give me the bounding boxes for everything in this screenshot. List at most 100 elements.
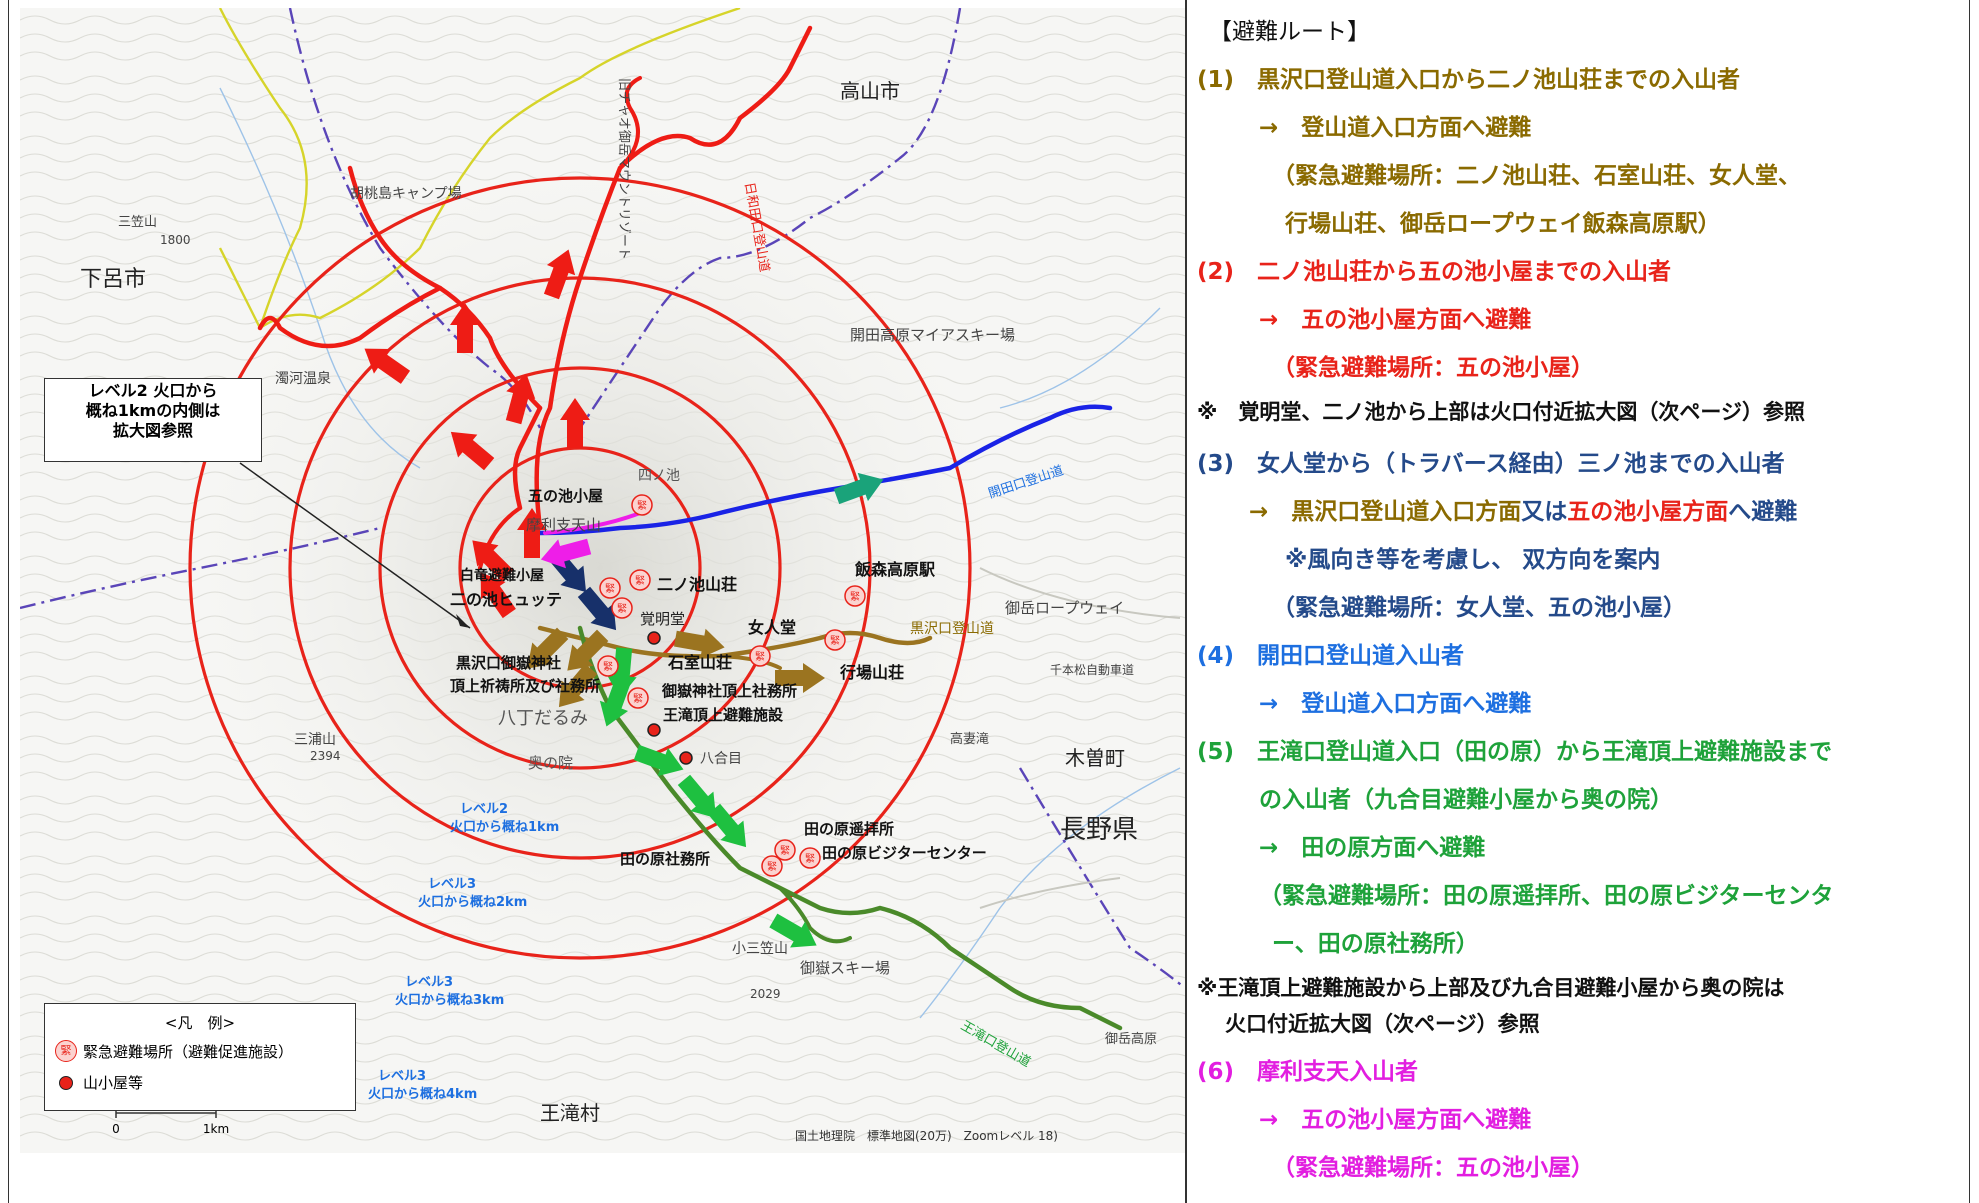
label-nyonindo: 女人堂 <box>748 618 796 637</box>
label-yakudoro: 八丁だるみ <box>498 708 588 729</box>
label-mikasa: 三笠山 <box>118 215 157 230</box>
scale-one: 1km <box>203 1122 229 1136</box>
map-legend: <凡 例> 緊 緊急避難場所（避難促進施設） 山小屋等 <box>44 1003 356 1111</box>
label-tanohara-youhai: 田の原遥拝所 <box>804 820 894 838</box>
svg-text:緊: 緊 <box>805 853 815 865</box>
ring2-level: レベル3 <box>428 877 476 892</box>
s4-heading: (4) 開田口登山道入山者 <box>1197 643 1465 669</box>
svg-text:緊: 緊 <box>617 603 627 615</box>
label-tanohara-shamusho: 田の原社務所 <box>620 850 710 868</box>
s1-arrow: → 登山道入口方面へ避難 <box>1259 115 1532 141</box>
page-frame <box>8 0 1970 1203</box>
s2-heading: (2) 二ノ池山荘から五の池小屋までの入山者 <box>1197 259 1672 285</box>
s3-arrow-d: へ避難 <box>1728 499 1798 525</box>
label-nagano: 長野県 <box>1060 815 1138 845</box>
roads <box>979 567 1181 909</box>
label-mitsuura: 三浦山 <box>294 732 336 748</box>
ref-note-1: ※ 覚明堂、二ノ池から上部は火口付近拡大図（次ページ）参照 <box>1197 400 1805 424</box>
s3-arrow-b: 又は <box>1521 499 1568 525</box>
label-kurosawa-shrine-2: 頂上祈祷所及び社務所 <box>450 677 600 695</box>
label-old-resort: 旧チャオ御岳マウントリゾート <box>616 78 631 260</box>
shelter-gyoba: 緊 <box>824 629 846 651</box>
label-kiso: 木曽町 <box>1065 746 1125 770</box>
s5-arrow: → 田の原方面へ避難 <box>1259 835 1486 861</box>
legend-title: <凡 例> <box>164 1014 236 1032</box>
callout-line-2: 概ね1kmの内側は <box>85 401 221 420</box>
label-kaida-ski: 開田高原マイアスキー場 <box>850 326 1015 344</box>
svg-text:緊: 緊 <box>605 583 615 595</box>
s3-arrow-c: 五の池小屋方面 <box>1567 499 1729 525</box>
route-red-hiwada <box>534 65 793 531</box>
scale-zero: 0 <box>112 1122 120 1136</box>
svg-text:緊: 緊 <box>755 651 765 663</box>
evacuation-map: 緊 緊 緊 緊 緊 緊 緊 緊 緊 緊 緊 緊 0 1km 高山市 下呂市 木曽… <box>19 6 1186 1153</box>
label-otaki: 王滝村 <box>540 1101 600 1125</box>
s2-arrow: → 五の池小屋方面へ避難 <box>1259 307 1532 333</box>
label-ninoike-sanso: 二ノ池山荘 <box>657 575 737 594</box>
label-ontake-kogen: 御岳高原 <box>1105 1031 1157 1047</box>
legend-row-emergency: 緊 緊急避難場所（避難促進施設） <box>55 1040 293 1062</box>
shelter-tanohara-shamusho: 緊 <box>761 855 783 877</box>
label-takazawa: 高妻滝 <box>950 731 989 747</box>
svg-text:緊: 緊 <box>635 575 645 587</box>
ring4-dist: 火口から概ね4km <box>368 1086 477 1102</box>
route-magenta-marishiten <box>543 511 642 535</box>
shelter-hakuryu: 緊 <box>599 577 621 599</box>
hut-hakkaime <box>679 751 693 765</box>
legend-hut-label: 山小屋等 <box>83 1074 144 1092</box>
svg-text:緊: 緊 <box>850 591 860 603</box>
label-yonnoike: 四ノ池 <box>638 468 680 484</box>
magenta-arrows <box>540 538 592 569</box>
hut-markers <box>647 631 693 765</box>
s6-heading: (6) 摩利支天入山者 <box>1197 1059 1419 1085</box>
legend-emergency-label: 緊急避難場所（避難促進施設） <box>83 1042 294 1061</box>
ring3-level: レベル3 <box>405 975 453 990</box>
label-kurosawa-trail: 黒沢口登山道 <box>910 621 994 637</box>
scale-bar: 0 1km <box>112 1106 229 1136</box>
rivers <box>219 87 1181 1019</box>
s5-heading-2: の入山者（九合目避難小屋から奥の院） <box>1259 787 1673 813</box>
label-kogane: 小三笠山 <box>732 941 788 957</box>
label-elev-2394: 2394 <box>310 749 341 763</box>
olive-arrows <box>527 627 825 708</box>
s1-note-1: （緊急避難場所：二ノ池山荘、石室山荘、女人堂、 <box>1272 163 1801 189</box>
label-gonoike: 五の池小屋 <box>528 487 603 505</box>
s4-arrow: → 登山道入口方面へ避難 <box>1259 691 1532 717</box>
shelter-iimori: 緊 <box>844 585 866 607</box>
ref-note-2a: ※王滝頂上避難施設から上部及び九合目避難小屋から奥の院は <box>1197 976 1785 1000</box>
label-elev-1800: 1800 <box>160 233 191 247</box>
ring4-level: レベル3 <box>378 1069 426 1084</box>
s5-note-1: （緊急避難場所：田の原遥拝所、田の原ビジターセンタ <box>1259 883 1834 909</box>
svg-text:緊: 緊 <box>603 661 613 673</box>
svg-text:緊: 緊 <box>633 693 643 705</box>
shelter-ninoike-sanso: 緊 <box>629 569 651 591</box>
s3-heading: (3) 女人堂から（トラバース経由）三ノ池までの入山者 <box>1197 451 1785 477</box>
ring1-level: レベル2 <box>460 802 508 817</box>
shelter-kurosawa-shrine: 緊 <box>597 655 619 677</box>
emergency-shelter-markers: 緊 緊 緊 緊 緊 緊 緊 緊 緊 緊 緊 緊 <box>597 494 866 877</box>
label-ninoike-hutte: 二の池ヒュッテ <box>450 590 562 609</box>
label-gyoba: 行場山荘 <box>839 663 904 682</box>
s6-arrow: → 五の池小屋方面へ避難 <box>1259 1107 1532 1133</box>
ref-note-2b: 火口付近拡大図（次ページ）参照 <box>1225 1012 1540 1036</box>
label-kurosawa-shrine-1: 黒沢口御嶽神社 <box>456 654 561 672</box>
svg-text:緊: 緊 <box>830 635 840 647</box>
callout-enlarged-map-note: レベル2 火口から 概ね1kmの内側は 拡大図参照 <box>44 378 262 462</box>
s1-note-2: 行場山荘、御岳ロープウェイ飯森高原駅） <box>1285 211 1721 237</box>
label-marishiten: 摩利支天山 <box>526 516 601 534</box>
label-kakumeido: 覚明堂 <box>640 610 685 628</box>
legend-row-hut: 山小屋等 <box>55 1072 143 1093</box>
panel-divider <box>1185 0 1187 1203</box>
label-gero: 下呂市 <box>80 267 146 292</box>
label-ropeway: 御岳ロープウェイ <box>1005 599 1124 617</box>
map-canvas: 緊 緊 緊 緊 緊 緊 緊 緊 緊 緊 緊 緊 0 1km 高山市 下呂市 木曽… <box>19 6 1186 1153</box>
shelter-nyonindo: 緊 <box>749 645 771 667</box>
evacuation-arrows <box>364 249 884 948</box>
s3-note-a: ※風向き等を考慮し、 双方向を案内 <box>1285 547 1661 573</box>
label-senbon: 千本松自動車道 <box>1050 663 1134 677</box>
red-arrows <box>364 249 590 619</box>
ring1-dist: 火口から概ね1km <box>450 819 559 835</box>
s5-note-2: ー、田の原社務所） <box>1272 931 1479 957</box>
label-hakuryu: 白竜避難小屋 <box>460 567 544 584</box>
label-ontake-ski: 御嶽スキー場 <box>800 959 890 977</box>
